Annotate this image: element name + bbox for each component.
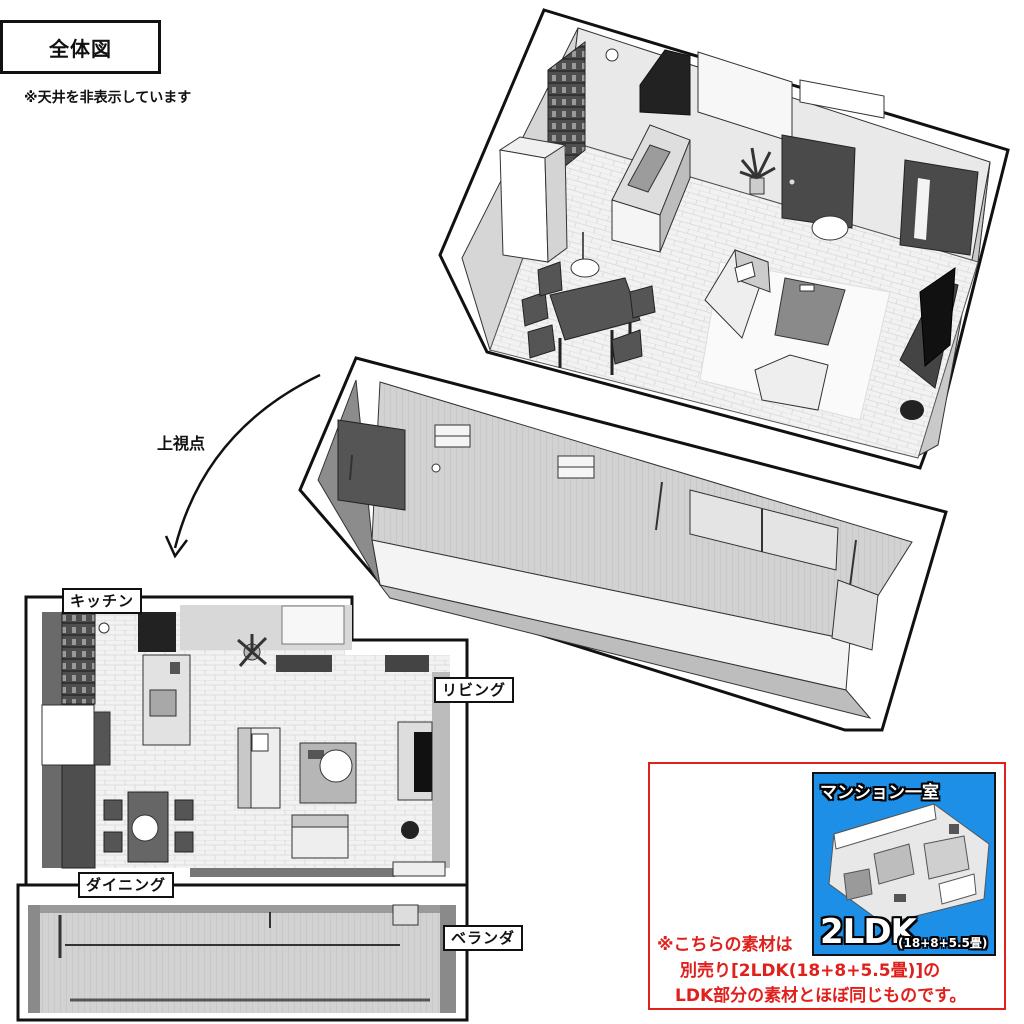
top-view-sill-box [392, 861, 446, 877]
veranda-drying-poles [349, 454, 857, 587]
iso-ceiling-light [605, 48, 619, 62]
top-view-lower-cabinet [61, 764, 96, 869]
top-view-door-left [276, 655, 332, 672]
top-view-fridge [41, 704, 111, 766]
top-view-ceiling-light [98, 622, 110, 634]
iso-plant [739, 147, 776, 195]
page-title: 全体図 [0, 20, 161, 74]
top-view-door-right [385, 655, 429, 672]
iso-range-hood [639, 49, 691, 116]
iso-door-right [899, 159, 979, 256]
top-view-label: 上視点 [157, 434, 206, 453]
veranda-label: ベランダ [443, 925, 524, 951]
thumbnail-title: マンション一室 [820, 783, 939, 803]
veranda-front-face [378, 584, 872, 719]
iso-sofa [704, 249, 771, 339]
notice-line-1: ※こちらの素材は [657, 935, 793, 955]
top-view-right-wall-face [432, 672, 450, 868]
top-view-range-hood [138, 612, 176, 652]
isometric-veranda [298, 356, 948, 732]
top-view-plant [237, 634, 268, 667]
top-view-wall-shelf [61, 611, 96, 705]
top-view-closet [281, 605, 345, 645]
ceiling-hidden-note: ※天井を非表示しています [24, 90, 192, 106]
iso-dining-set [521, 261, 656, 375]
veranda-ac-unit [831, 579, 879, 651]
top-view-dining-set [103, 791, 194, 863]
notice-line-3: LDK部分の素材とほぼ同じものです。 [675, 986, 967, 1006]
top-view-armchair [291, 814, 349, 859]
veranda-window-small-1 [434, 424, 471, 448]
product-thumbnail: マンション一室 2LDK (18+8+5.5畳) [812, 772, 996, 956]
iso-fridge [498, 136, 568, 263]
isometric-room [438, 8, 1010, 470]
iso-pendant-lamp [570, 232, 600, 278]
iso-speaker [900, 400, 924, 420]
top-view-kitchen-counter [142, 654, 191, 746]
veranda-outlet [431, 463, 441, 473]
iso-kitchen-counter [611, 124, 691, 253]
view-arrow [164, 373, 321, 559]
top-view-veranda [16, 883, 469, 1022]
notice-line-2: 別売り[2LDK(18+8+5.5畳)]の [680, 961, 941, 981]
thumbnail-plan: 2LDK [820, 912, 917, 952]
iso-coffee-table [774, 277, 846, 346]
top-view-sofa [237, 727, 281, 809]
iso-closet [799, 79, 885, 119]
top-view-coffee-table [299, 742, 357, 804]
top-view-sliding-door-rail [190, 868, 395, 877]
iso-armchair [754, 354, 829, 411]
top-view-tv-set [397, 721, 433, 801]
veranda-sliding-door [689, 489, 839, 571]
dining-label: ダイニング [78, 872, 175, 898]
thumbnail-room-render [828, 803, 990, 925]
kitchen-label: キッチン [62, 588, 143, 614]
living-label: リビング [434, 677, 515, 703]
top-view-speaker [401, 821, 419, 839]
thumbnail-plan-detail: (18+8+5.5畳) [898, 936, 988, 950]
veranda-window-small-2 [557, 455, 595, 479]
veranda-side-door [337, 419, 406, 511]
iso-door-left [781, 134, 856, 229]
iso-tv-set [899, 267, 959, 389]
iso-round-table [811, 215, 849, 241]
top-view-plan [16, 595, 469, 1022]
